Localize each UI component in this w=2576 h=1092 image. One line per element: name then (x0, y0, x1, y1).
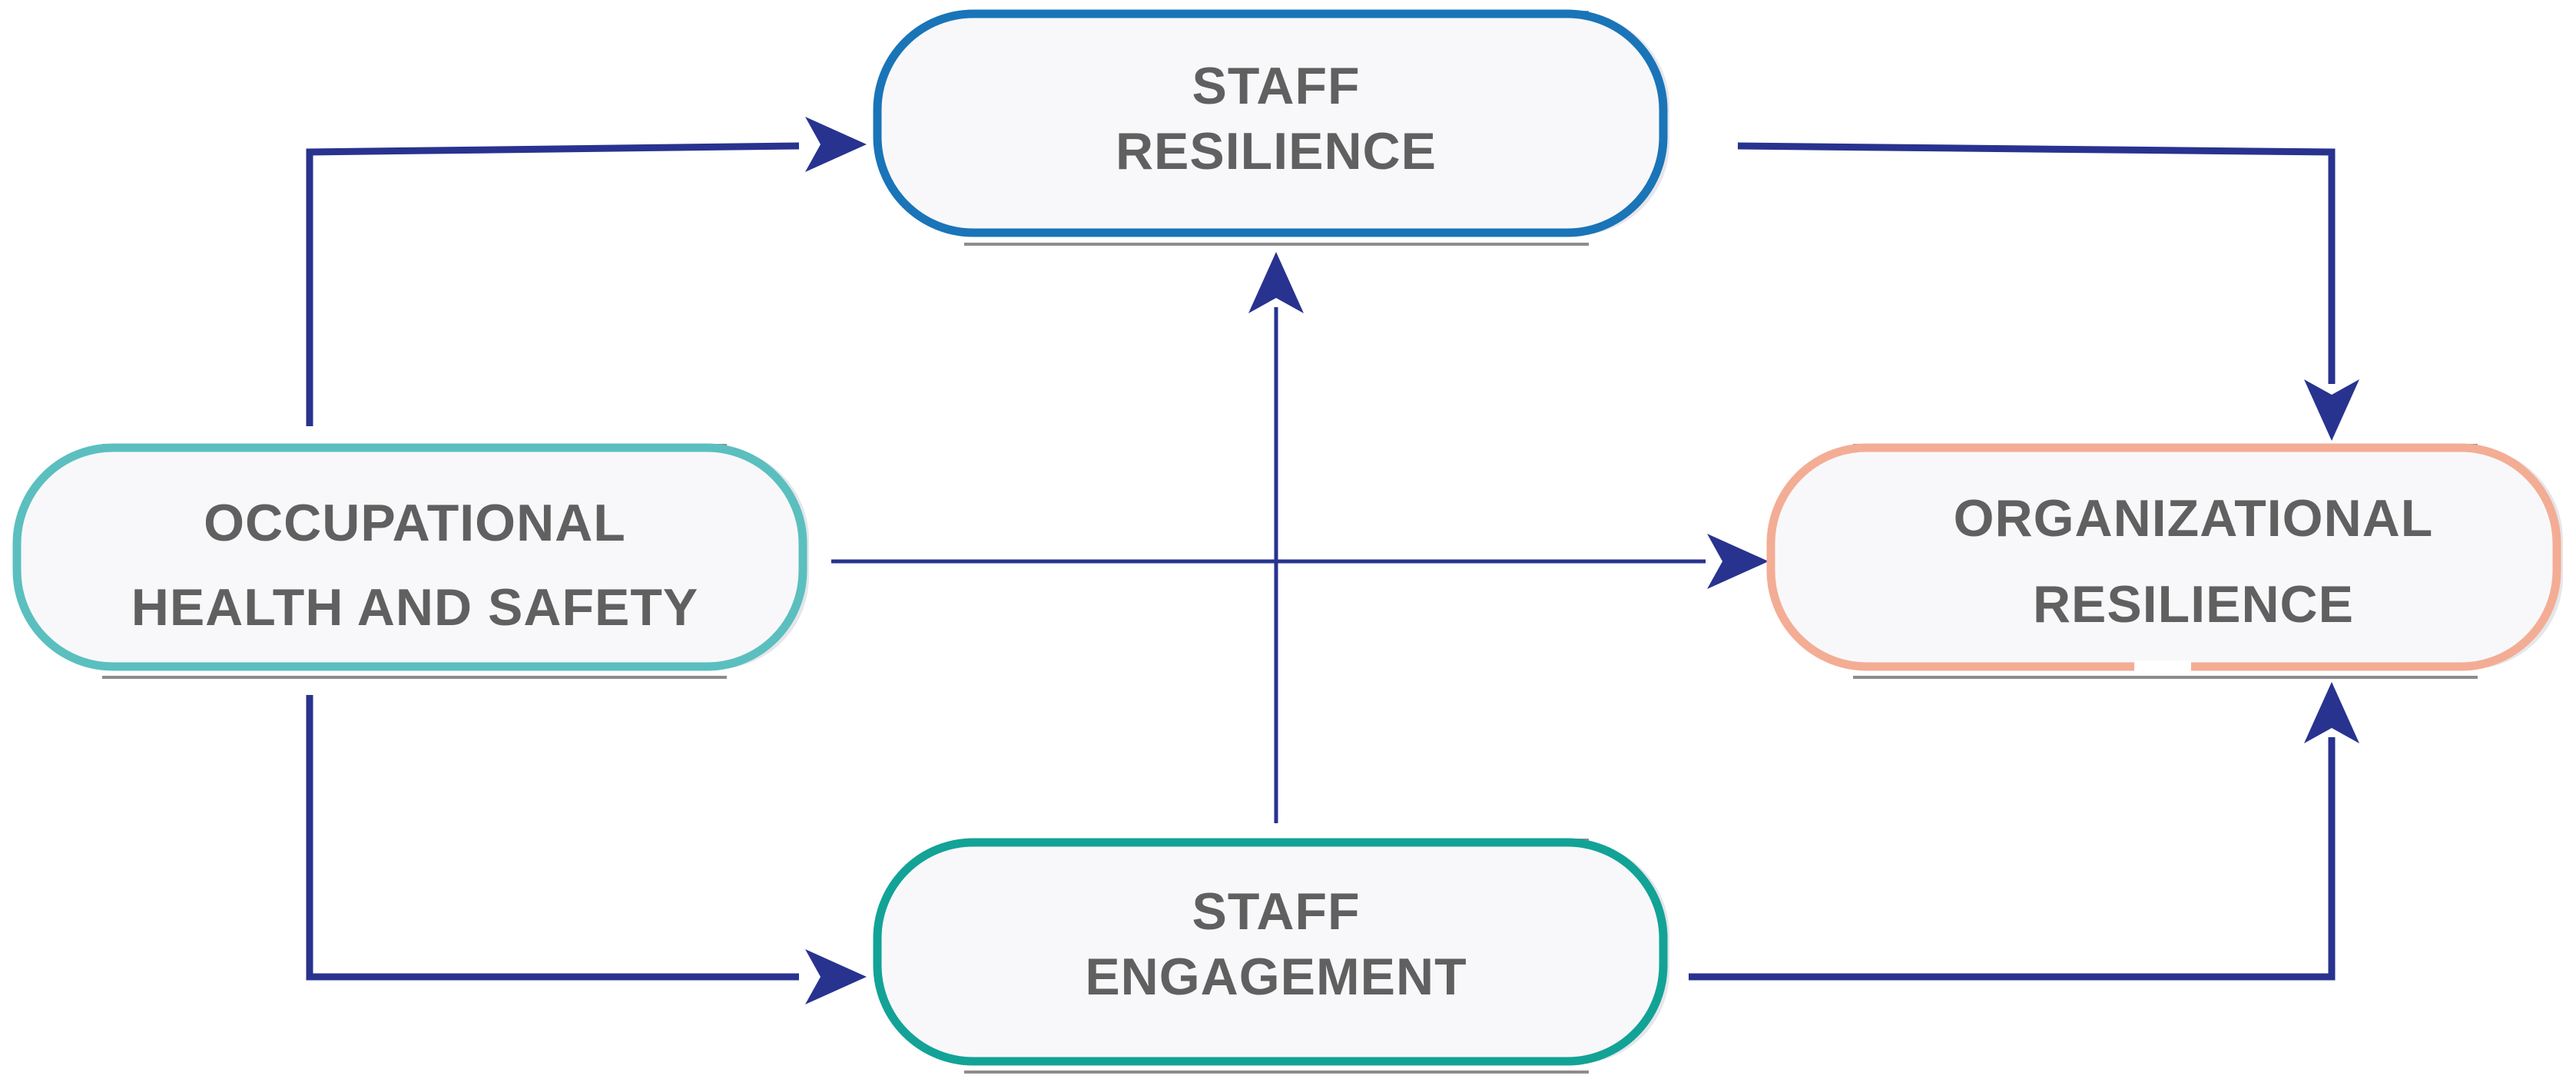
arrow-ohs-to-staff-engagement (306, 695, 867, 1004)
node-box (12, 443, 807, 671)
node-label-line-2: ENGAGEMENT (1085, 948, 1467, 1006)
node-label-line-2: RESILIENCE (1116, 122, 1437, 180)
connectors (306, 117, 2359, 1004)
node-box (873, 838, 1668, 1066)
arrowhead-icon (1707, 534, 1769, 589)
arrowhead-icon (805, 117, 867, 172)
node-box (1766, 443, 2561, 671)
node-staff-resilience: STAFF RESILIENCE (873, 9, 1669, 246)
arrow-ohs-to-staff-resilience (306, 117, 867, 426)
arrow-staff-engagement-to-organizational-resilience (1689, 682, 2359, 981)
arrow-ohs-to-organizational-resilience (831, 534, 1769, 589)
arrow-staff-resilience-to-organizational-resilience (1737, 142, 2359, 441)
node-label-line-1: OCCUPATIONAL (204, 494, 626, 552)
arrowhead-icon (2304, 379, 2359, 441)
node-staff-engagement: STAFF ENGAGEMENT (873, 838, 1669, 1074)
node-organizational-resilience: ORGANIZATIONAL RESILIENCE (1766, 443, 2563, 679)
node-label-line-1: STAFF (1192, 57, 1360, 115)
arrowhead-icon (2304, 682, 2359, 743)
arrow-staff-engagement-to-staff-resilience (1248, 252, 1304, 823)
node-label-line-2: RESILIENCE (2033, 575, 2354, 634)
arrowhead-icon (1248, 252, 1304, 313)
node-box (873, 9, 1668, 237)
node-label-line-1: STAFF (1192, 882, 1360, 941)
arrowhead-icon (805, 949, 867, 1004)
node-label-line-2: HEALTH AND SAFETY (131, 578, 699, 637)
node-occupational-health-and-safety: OCCUPATIONAL HEALTH AND SAFETY (12, 443, 809, 679)
node-label-line-1: ORGANIZATIONAL (1954, 489, 2434, 548)
node-border-gap (2134, 660, 2191, 673)
